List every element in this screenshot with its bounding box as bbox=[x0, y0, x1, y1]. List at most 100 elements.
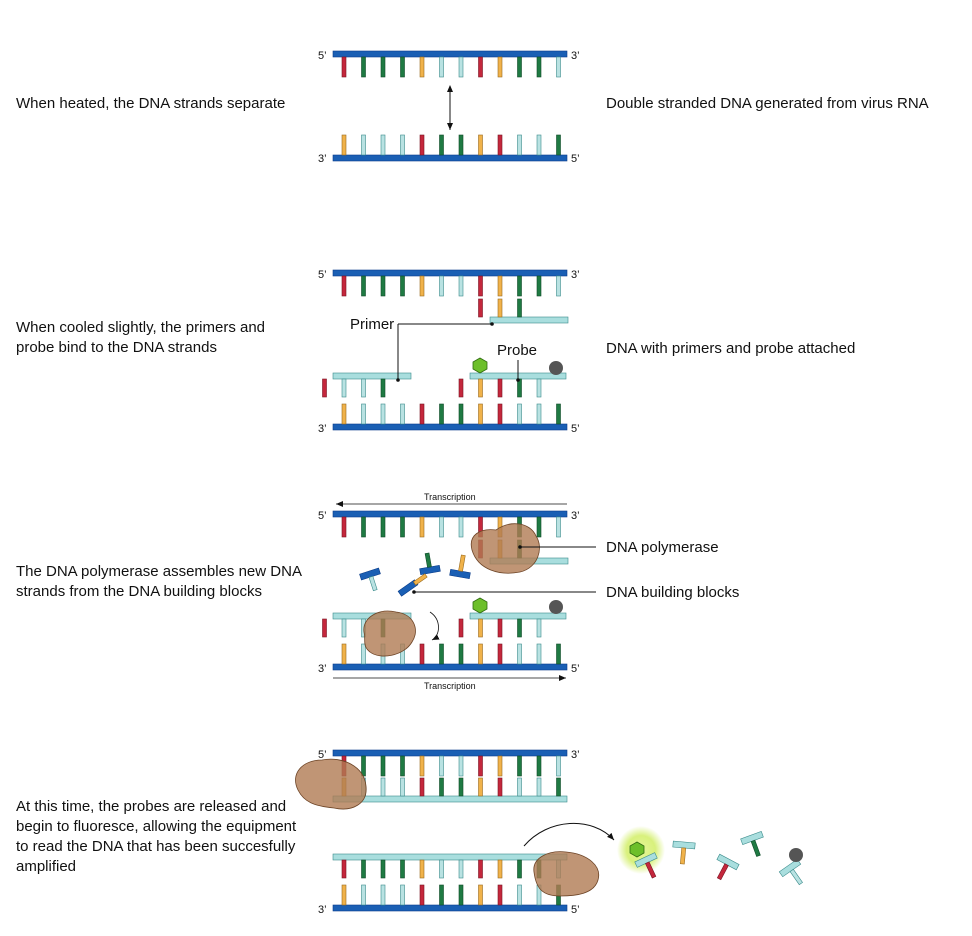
dna-backbone bbox=[332, 749, 568, 757]
nucleotide-base bbox=[361, 516, 366, 538]
step1-bottom-5prime: 5’ bbox=[571, 153, 580, 165]
step4-bottom-3prime: 3’ bbox=[318, 904, 327, 916]
nucleotide-base bbox=[341, 134, 347, 156]
copy-base bbox=[341, 859, 347, 879]
step4-top-3prime: 3’ bbox=[571, 749, 580, 761]
step3-bottom-3prime: 3’ bbox=[318, 663, 327, 675]
quencher-icon bbox=[549, 361, 563, 375]
nucleotide-base bbox=[439, 643, 444, 665]
nucleotide-base bbox=[497, 275, 503, 297]
primer-base bbox=[458, 618, 464, 638]
nucleotide-base bbox=[458, 275, 464, 297]
step1-top-3prime: 3’ bbox=[571, 50, 580, 62]
step2-bottom-5prime: 5’ bbox=[571, 423, 580, 435]
nucleotide-base bbox=[556, 643, 561, 665]
step4-polymerase-left bbox=[295, 758, 367, 810]
nucleotide-base bbox=[380, 755, 386, 777]
nucleotide-base bbox=[341, 403, 347, 425]
primer-label: Primer bbox=[350, 316, 394, 333]
nucleotide-base bbox=[400, 134, 405, 156]
step4-polymerase-right bbox=[533, 851, 600, 897]
nucleotide-base bbox=[439, 516, 444, 538]
step4-bottom-copy bbox=[332, 853, 568, 879]
copy-base bbox=[400, 859, 405, 879]
copy-base bbox=[556, 777, 561, 797]
primer-base bbox=[517, 618, 522, 638]
released-fragment-2 bbox=[716, 853, 740, 881]
copy-base bbox=[497, 859, 503, 879]
transcription-label-top: Transcription bbox=[424, 492, 476, 502]
building-block-1 bbox=[359, 567, 381, 592]
step1-bottom-3prime: 3’ bbox=[318, 153, 327, 165]
nucleotide-base bbox=[497, 755, 503, 777]
nucleotide-base bbox=[556, 403, 561, 425]
released-fragment-3 bbox=[740, 831, 764, 857]
step3-probe bbox=[458, 612, 567, 638]
copy-base bbox=[478, 777, 483, 797]
nucleotide-base bbox=[419, 884, 425, 906]
nucleotide-base bbox=[556, 134, 561, 156]
nucleotide-base bbox=[536, 275, 542, 297]
dna-backbone bbox=[332, 510, 568, 518]
nucleotide-base bbox=[478, 275, 483, 297]
nucleotide-base bbox=[517, 275, 522, 297]
dna-backbone bbox=[332, 50, 568, 58]
nucleotide-base bbox=[517, 56, 522, 78]
nucleotide-base bbox=[361, 643, 366, 665]
nucleotide-base bbox=[439, 755, 444, 777]
primer-base bbox=[458, 378, 464, 398]
nucleotide-base bbox=[419, 275, 425, 297]
primer-base bbox=[497, 378, 503, 398]
step3-description: The DNA polymerase assembles new DNA str… bbox=[16, 563, 302, 600]
building-block-3 bbox=[449, 554, 471, 580]
nucleotide-base bbox=[380, 516, 386, 538]
step-3-diagram: Transcription Transcription 5’ 3’ 3’ 5’ bbox=[318, 492, 739, 691]
copy-base bbox=[536, 777, 542, 797]
building-block-4 bbox=[397, 573, 428, 597]
probe-callout-dot bbox=[516, 378, 520, 382]
polymerase-bottom-blob bbox=[363, 610, 416, 657]
primer-callout-dot bbox=[396, 378, 400, 382]
nucleotide-base bbox=[458, 56, 464, 78]
copy-backbone bbox=[332, 795, 568, 803]
primer-base bbox=[341, 618, 347, 638]
nucleotide-base bbox=[497, 643, 503, 665]
polymerase-label: DNA polymerase bbox=[606, 539, 719, 556]
nucleotide-base bbox=[458, 643, 464, 665]
nucleotide-base bbox=[536, 56, 542, 78]
step-4-diagram: 5’ 3’ 3’ 5’ bbox=[295, 749, 803, 916]
released-quencher-icon bbox=[789, 848, 803, 862]
probe-label: Probe bbox=[497, 342, 537, 359]
dna-backbone bbox=[332, 423, 568, 431]
nucleotide-base bbox=[497, 56, 503, 78]
nucleotide-base bbox=[400, 275, 405, 297]
step2-top-3prime: 3’ bbox=[571, 269, 580, 281]
step4-bottom-strand bbox=[332, 884, 568, 912]
copy-base bbox=[419, 859, 425, 879]
step1-top-5prime: 5’ bbox=[318, 50, 327, 62]
dna-backbone bbox=[332, 904, 568, 912]
primer-base bbox=[341, 378, 347, 398]
step2-bottom-3prime: 3’ bbox=[318, 423, 327, 435]
nucleotide-base bbox=[439, 403, 444, 425]
nucleotide-base bbox=[536, 643, 542, 665]
polymerase-callout-dot bbox=[518, 545, 522, 549]
nucleotide-base bbox=[517, 643, 522, 665]
nucleotide-base bbox=[400, 56, 405, 78]
nucleotide-base bbox=[556, 56, 561, 78]
nucleotide-base bbox=[419, 56, 425, 78]
nucleotide-base bbox=[478, 134, 483, 156]
copy-base bbox=[517, 859, 522, 879]
nucleotide-base bbox=[400, 884, 405, 906]
primer-backbone bbox=[469, 612, 567, 620]
copy-base bbox=[439, 777, 444, 797]
dna-backbone bbox=[332, 154, 568, 162]
nucleotide-base bbox=[478, 643, 483, 665]
probe bbox=[458, 372, 567, 398]
primer-backbone bbox=[489, 316, 569, 324]
nucleotide-base bbox=[478, 755, 483, 777]
transcription-label-bottom: Transcription bbox=[424, 681, 476, 691]
primer-base bbox=[536, 378, 542, 398]
nucleotide-base bbox=[556, 516, 561, 538]
step3-quencher-icon bbox=[549, 600, 563, 614]
